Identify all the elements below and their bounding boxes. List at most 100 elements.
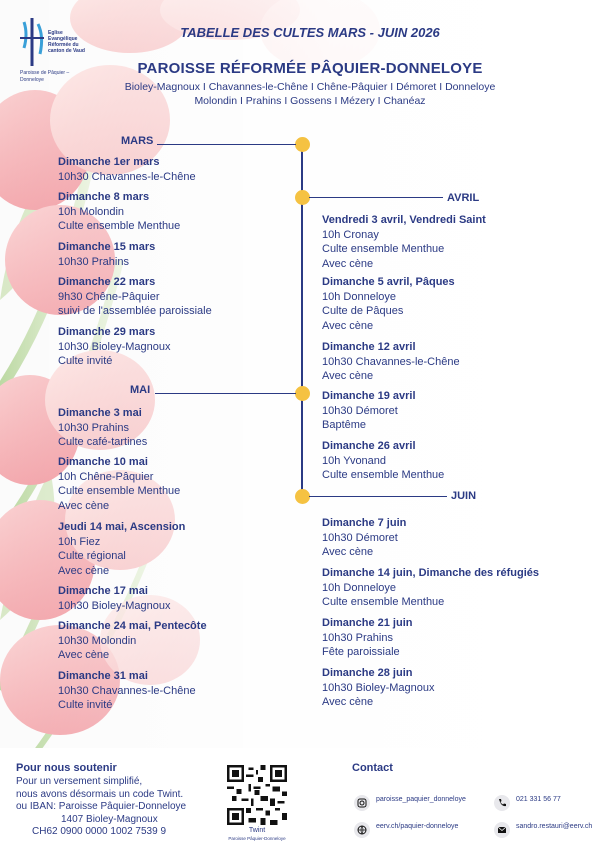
phone-icon[interactable]	[494, 795, 510, 811]
logo-subtitle: Paroisse de Pâquier – Donneloye	[20, 70, 70, 83]
event-detail: Culte ensemble Menthue	[322, 596, 445, 608]
event-detail: 10h Cronay	[322, 228, 379, 241]
event-date: Dimanche 15 mars	[58, 241, 156, 253]
event-detail: Avec cène	[322, 319, 374, 332]
month-heading-avril: AVRIL	[447, 192, 480, 204]
month-line-mars	[157, 144, 296, 145]
event-date: Dimanche 22 mars	[58, 276, 156, 288]
event-detail: Culte invité	[58, 355, 113, 367]
instagram-handle[interactable]: paroisse_paquier_donneloye	[376, 796, 466, 803]
event-date: Jeudi 14 mai, Ascension	[58, 521, 186, 533]
event-detail: Culte invité	[58, 699, 113, 711]
event-m3: Dimanche 15 mars 10h30 Prahins	[58, 240, 155, 269]
support-line: 1407 Bioley-Magnoux	[61, 813, 158, 825]
logo-text: Eglise Evangélique Réformée du canton de…	[48, 30, 85, 54]
event-date: Dimanche 14 juin, Dimanche des réfugiés	[322, 567, 540, 579]
event-date: Vendredi 3 avril, Vendredi Saint	[322, 214, 486, 226]
event-detail: suivi de l'assemblée paroissiale	[58, 305, 212, 317]
support-title: Pour nous soutenir	[16, 762, 117, 774]
event-detail: Culte ensemble Menthue	[58, 485, 181, 497]
event-detail: Culte ensemble Menthue	[322, 243, 445, 255]
email-address[interactable]: sandro.restauri@eerv.ch	[516, 823, 593, 830]
instagram-icon[interactable]	[354, 795, 370, 811]
support-text: Pour un versement simplifié, nous avons …	[16, 776, 231, 839]
event-detail: Avec cène	[58, 564, 110, 577]
page-title: TABELLE DES CULTES MARS - JUIN 2026	[180, 25, 440, 40]
event-date: Dimanche 28 juin	[322, 667, 413, 679]
villages-line-1: Bioley-Magnoux I Chavannes-le-Chêne I Ch…	[124, 81, 496, 93]
event-detail: Avec cène	[58, 649, 110, 661]
event-detail: Avec cène	[322, 546, 374, 558]
event-detail: 10h30 Chavannes-le-Chêne	[58, 684, 196, 697]
globe-icon[interactable]	[354, 822, 370, 838]
email-icon[interactable]	[494, 822, 510, 838]
event-date: Dimanche 7 juin	[322, 517, 407, 529]
event-date: Dimanche 29 mars	[58, 326, 156, 338]
parish-name: PAROISSE RÉFORMÉE PÂQUIER-DONNELOYE	[137, 60, 483, 77]
event-date: Dimanche 26 avril	[322, 440, 416, 452]
contact-title: Contact	[352, 762, 393, 774]
month-heading-mai: MAI	[130, 384, 151, 396]
event-detail: 10h30 Prahins	[58, 255, 129, 268]
twint-qr-code[interactable]	[227, 765, 287, 825]
event-detail: 10h Fiez	[58, 535, 101, 548]
event-detail: 10h30 Prahins	[58, 421, 129, 434]
event-date: Dimanche 1er mars	[58, 156, 160, 168]
month-line-mai	[155, 393, 296, 394]
event-detail: Avec cène	[58, 499, 110, 512]
support-line: nous avons désormais un code Twint.	[16, 788, 184, 800]
event-date: Dimanche 19 avril	[322, 390, 416, 402]
eerv-logo	[20, 18, 44, 66]
event-detail: Culte régional	[58, 550, 126, 562]
support-line: ou IBAN: Paroisse Pâquier-Donneloye	[16, 801, 187, 812]
event-detail: Culte café-tartines	[58, 436, 148, 448]
event-detail: 10h30 Bioley-Magnoux	[58, 599, 171, 612]
event-date: Dimanche 8 mars	[58, 191, 150, 203]
villages-list: Bioley-Magnoux I Chavannes-le-Chêne I Ch…	[90, 80, 530, 108]
event-date: Dimanche 17 mai	[58, 585, 148, 597]
event-detail: Avec cène	[322, 370, 374, 382]
event-detail: 10h30 Prahins	[322, 631, 393, 644]
event-detail: 10h30 Démoret	[322, 404, 398, 417]
event-detail: 10h Donneloye	[322, 290, 397, 303]
support-line: Pour un versement simplifié,	[16, 776, 143, 787]
event-detail: Culte ensemble Menthue	[322, 469, 445, 481]
event-detail: Culte ensemble Menthue	[58, 220, 181, 232]
event-date: Dimanche 31 mai	[58, 670, 148, 682]
qr-sublabel: Paroisse Pâquier-Donneloye	[228, 836, 286, 841]
event-detail: 10h Molondin	[58, 205, 125, 218]
event-date: Dimanche 5 avril, Pâques	[322, 276, 455, 288]
event-detail: 10h Donneloye	[322, 581, 397, 594]
event-date: Dimanche 24 mai, Pentecôte	[58, 620, 207, 632]
phone-number[interactable]: 021 331 56 77	[516, 796, 561, 803]
website-link[interactable]: eerv.ch/paquier-donneloye	[376, 823, 459, 830]
event-date: Dimanche 3 mai	[58, 407, 142, 419]
timeline-dot-juin	[295, 489, 310, 504]
event-detail: Culte de Pâques	[322, 305, 404, 317]
event-detail: 10h30 Bioley-Magnoux	[58, 340, 171, 353]
timeline-dot-avril	[295, 190, 310, 205]
event-j2: Dimanche 14 juin, Dimanche des réfugiés 1…	[322, 566, 539, 610]
villages-line-2: Molondin I Prahins I Gossens I Mézery I …	[194, 95, 426, 107]
event-detail: Avec cène	[322, 257, 374, 270]
event-detail: Fête paroissiale	[322, 646, 400, 658]
month-heading-juin: JUIN	[451, 490, 477, 502]
timeline-dot-mai	[295, 386, 310, 401]
event-detail: 10h30 Chavannes-le-Chêne	[322, 355, 460, 368]
event-y4: Dimanche 17 mai 10h30 Bioley-Magnoux	[58, 584, 171, 613]
event-detail: 10h Yvonand	[322, 454, 387, 467]
event-detail: 10h30 Démoret	[322, 531, 398, 544]
